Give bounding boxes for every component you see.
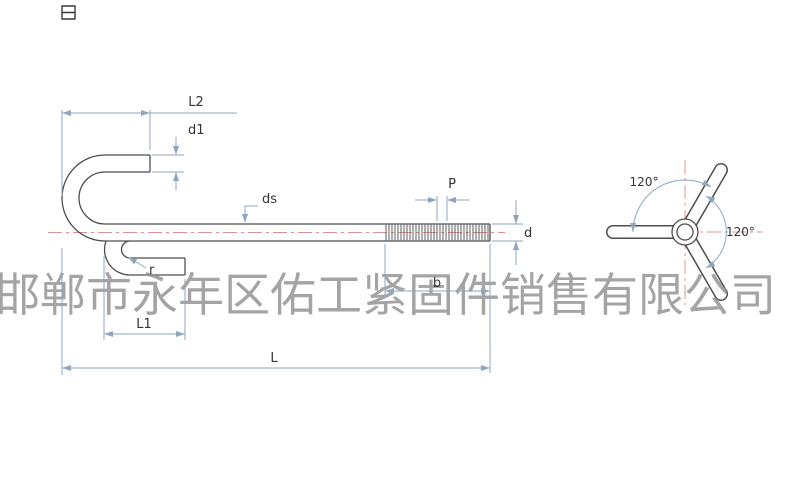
dimension-L2: L2 xyxy=(61,95,237,196)
dimensions: L2 d1 ds P xyxy=(61,95,532,375)
angle-arc-top xyxy=(632,179,712,233)
dim-arrowhead xyxy=(104,331,113,337)
arc-arrowhead xyxy=(706,260,716,268)
L-label: L xyxy=(270,351,278,366)
dim-arrowhead xyxy=(173,146,179,155)
dimension-L1: L1 xyxy=(103,256,186,340)
L2-label: L2 xyxy=(188,95,204,110)
dim-arrowhead xyxy=(176,331,185,337)
shaft-cross-section-inner-circle xyxy=(676,223,694,241)
dim-arrowhead xyxy=(447,197,456,203)
dim-arrowhead xyxy=(128,257,138,265)
b-label: b xyxy=(433,276,441,291)
d1-label: d1 xyxy=(188,123,205,138)
angle-arc-right xyxy=(705,195,727,269)
dim-arrowhead xyxy=(141,110,150,116)
company-watermark: 邯郸市永年区佑工紧固件销售有限公司 xyxy=(0,268,776,322)
dimension-d: d xyxy=(492,200,532,265)
top-hook-inner-arc xyxy=(78,171,106,225)
angle-label-top: 120° xyxy=(630,175,659,189)
dim-arrowhead xyxy=(513,215,519,224)
dimension-r: r xyxy=(127,256,155,278)
top-hook-outer-arc xyxy=(61,154,106,242)
bottom-hook-inner-arc xyxy=(120,240,131,259)
dimension-P: P xyxy=(415,177,469,221)
dimension-d1: d1 xyxy=(152,123,205,190)
dim-arrowhead xyxy=(428,197,437,203)
dim-arrowhead xyxy=(62,110,71,116)
corner-mark-glyph xyxy=(61,5,76,20)
dim-arrowhead xyxy=(62,365,71,371)
angle-dimension-right: 120° xyxy=(705,195,755,269)
dimension-ds: ds xyxy=(242,192,277,223)
r-label: r xyxy=(149,263,155,278)
L1-label: L1 xyxy=(136,317,152,332)
thread-section xyxy=(385,224,489,241)
dim-arrowhead xyxy=(385,288,394,294)
dimension-L: L xyxy=(61,248,490,375)
arc-arrowhead xyxy=(630,223,636,232)
corner-mark xyxy=(61,5,76,20)
dim-arrowhead xyxy=(513,241,519,250)
top-hook xyxy=(61,154,151,242)
dim-arrowhead xyxy=(481,288,490,294)
bottom-hook xyxy=(103,240,186,276)
arc-arrowhead xyxy=(701,179,711,187)
leg-up-right-fill xyxy=(682,164,727,233)
dim-arrowhead xyxy=(481,365,490,371)
angle-label-right: 120° xyxy=(726,225,755,239)
end-view: 120° 120° xyxy=(606,160,763,305)
arc-arrowhead xyxy=(706,196,716,204)
end-view-legs xyxy=(606,163,728,301)
dimension-b: b xyxy=(384,244,491,373)
side-view xyxy=(48,154,505,276)
shaft xyxy=(105,223,491,242)
d-label: d xyxy=(524,226,532,241)
dim-arrowhead xyxy=(173,172,179,181)
leg-down-right-fill xyxy=(682,231,727,300)
bottom-hook-outer-arc xyxy=(103,240,131,276)
dim-arrowhead xyxy=(242,214,248,223)
ds-label: ds xyxy=(262,192,277,207)
angle-dimension-top: 120° xyxy=(630,175,712,233)
P-label: P xyxy=(448,177,456,192)
